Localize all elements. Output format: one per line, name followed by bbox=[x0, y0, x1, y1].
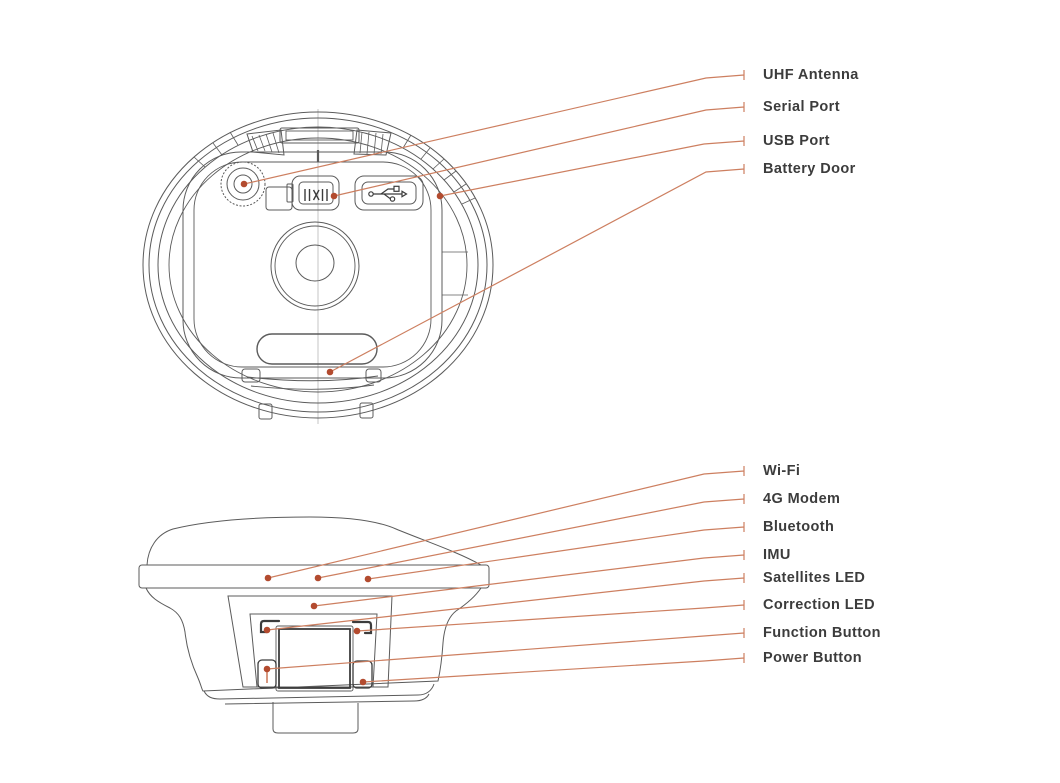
serial-pin-cross bbox=[312, 189, 320, 201]
wedge-hatching bbox=[251, 131, 384, 155]
body-outline bbox=[145, 587, 482, 692]
callout-wifi: Wi-Fi bbox=[763, 463, 801, 479]
leader-serial-port bbox=[333, 102, 745, 197]
callout-imu: IMU bbox=[763, 547, 791, 563]
top-bracket-wedge-left bbox=[246, 129, 285, 156]
serial-port-lip bbox=[286, 183, 294, 203]
access-square bbox=[265, 186, 293, 211]
display-plate-outer bbox=[275, 625, 354, 692]
leader-dot-imu bbox=[310, 602, 318, 610]
leader-dot-bluetooth bbox=[364, 575, 372, 583]
base-mount bbox=[272, 702, 359, 734]
battery-door-shape bbox=[256, 333, 378, 365]
side-view-line-art bbox=[138, 516, 490, 734]
leader-dot-uhf-antenna bbox=[240, 180, 248, 188]
bottom-view-port-glyphs bbox=[304, 185, 408, 202]
top-bracket-bar bbox=[279, 127, 360, 144]
leader-correction-led bbox=[356, 600, 745, 632]
power-button-shape bbox=[352, 660, 373, 689]
usb-port-body bbox=[354, 175, 424, 211]
callout-serial-port: Serial Port bbox=[763, 99, 840, 115]
callout-power-button: Power Button bbox=[763, 650, 863, 666]
leader-imu bbox=[313, 550, 745, 607]
leader-dot-power-button bbox=[359, 678, 367, 686]
callout-4g-modem: 4G Modem bbox=[763, 491, 841, 507]
uhf-connector-ring bbox=[226, 167, 260, 201]
antenna-band bbox=[138, 564, 490, 589]
callout-battery-door: Battery Door bbox=[763, 161, 856, 177]
uhf-connector-knurl-ring bbox=[220, 161, 266, 207]
foot-left bbox=[258, 403, 273, 420]
leader-dot-4g-modem bbox=[314, 574, 322, 582]
leader-dot-function-button bbox=[263, 665, 271, 673]
callout-uhf-antenna: UHF Antenna bbox=[763, 67, 859, 83]
leader-uhf-antenna bbox=[243, 70, 745, 185]
leader-dot-serial-port bbox=[330, 192, 338, 200]
top-bracket-bar-inner bbox=[285, 130, 354, 141]
mount-thread bbox=[295, 244, 335, 282]
leader-bluetooth bbox=[367, 522, 745, 580]
mount-boss-mid bbox=[274, 225, 356, 307]
serial-port-body bbox=[291, 175, 340, 211]
door-clamp-left bbox=[241, 368, 261, 383]
leader-dot-wifi bbox=[264, 574, 272, 582]
usb-icon bbox=[368, 185, 408, 202]
leader-dots-bottom-view bbox=[240, 180, 444, 376]
dome-outline bbox=[146, 516, 482, 566]
skirt-lower bbox=[224, 693, 430, 705]
bottom-view-line-art bbox=[142, 109, 494, 424]
leader-dot-usb-port bbox=[436, 192, 444, 200]
callout-bluetooth: Bluetooth bbox=[763, 519, 835, 535]
bottom-recess-panel-inner bbox=[193, 161, 432, 368]
top-bracket-wedge-right bbox=[353, 129, 392, 156]
control-recess-outer bbox=[227, 595, 393, 688]
leader-dot-battery-door bbox=[326, 368, 334, 376]
serial-port-inner bbox=[298, 181, 334, 205]
leader-battery-door bbox=[329, 164, 745, 373]
leader-lines-side-view bbox=[266, 466, 745, 683]
leader-usb-port bbox=[439, 136, 745, 197]
door-clamp-right bbox=[365, 368, 382, 383]
callout-satellites-led: Satellites LED bbox=[763, 570, 866, 586]
usb-port-inner bbox=[361, 181, 417, 205]
leader-wifi bbox=[267, 466, 745, 579]
side-view-bold-details bbox=[257, 619, 373, 689]
mount-boss-outer bbox=[270, 221, 360, 311]
rim-hatching-right bbox=[402, 134, 476, 205]
correction-led-bracket bbox=[351, 620, 373, 635]
foot-right bbox=[359, 402, 374, 419]
leader-dot-satellites-led bbox=[263, 626, 271, 634]
battery-door-seam-lower bbox=[250, 384, 375, 390]
battery-door-seam bbox=[246, 375, 379, 382]
rim-hatching-left bbox=[193, 131, 239, 168]
leader-power-button bbox=[362, 653, 745, 683]
satellites-led-bracket bbox=[259, 619, 281, 634]
bottom-recess-panel bbox=[182, 151, 443, 379]
leader-lines-bottom-view bbox=[243, 70, 745, 373]
leader-dots-side-view bbox=[263, 574, 372, 686]
function-button-shape bbox=[257, 659, 277, 689]
callout-correction-led: Correction LED bbox=[763, 597, 875, 613]
leader-4g-modem bbox=[317, 494, 745, 579]
uhf-connector-center bbox=[233, 174, 253, 194]
control-recess-inner bbox=[249, 613, 378, 688]
leader-dot-correction-led bbox=[353, 627, 361, 635]
skirt-upper bbox=[203, 683, 435, 700]
leader-satellites-led bbox=[266, 573, 745, 631]
callout-usb-port: USB Port bbox=[763, 133, 830, 149]
display-plate bbox=[278, 628, 351, 689]
leader-function-button bbox=[266, 628, 745, 670]
callout-function-button: Function Button bbox=[763, 625, 881, 641]
